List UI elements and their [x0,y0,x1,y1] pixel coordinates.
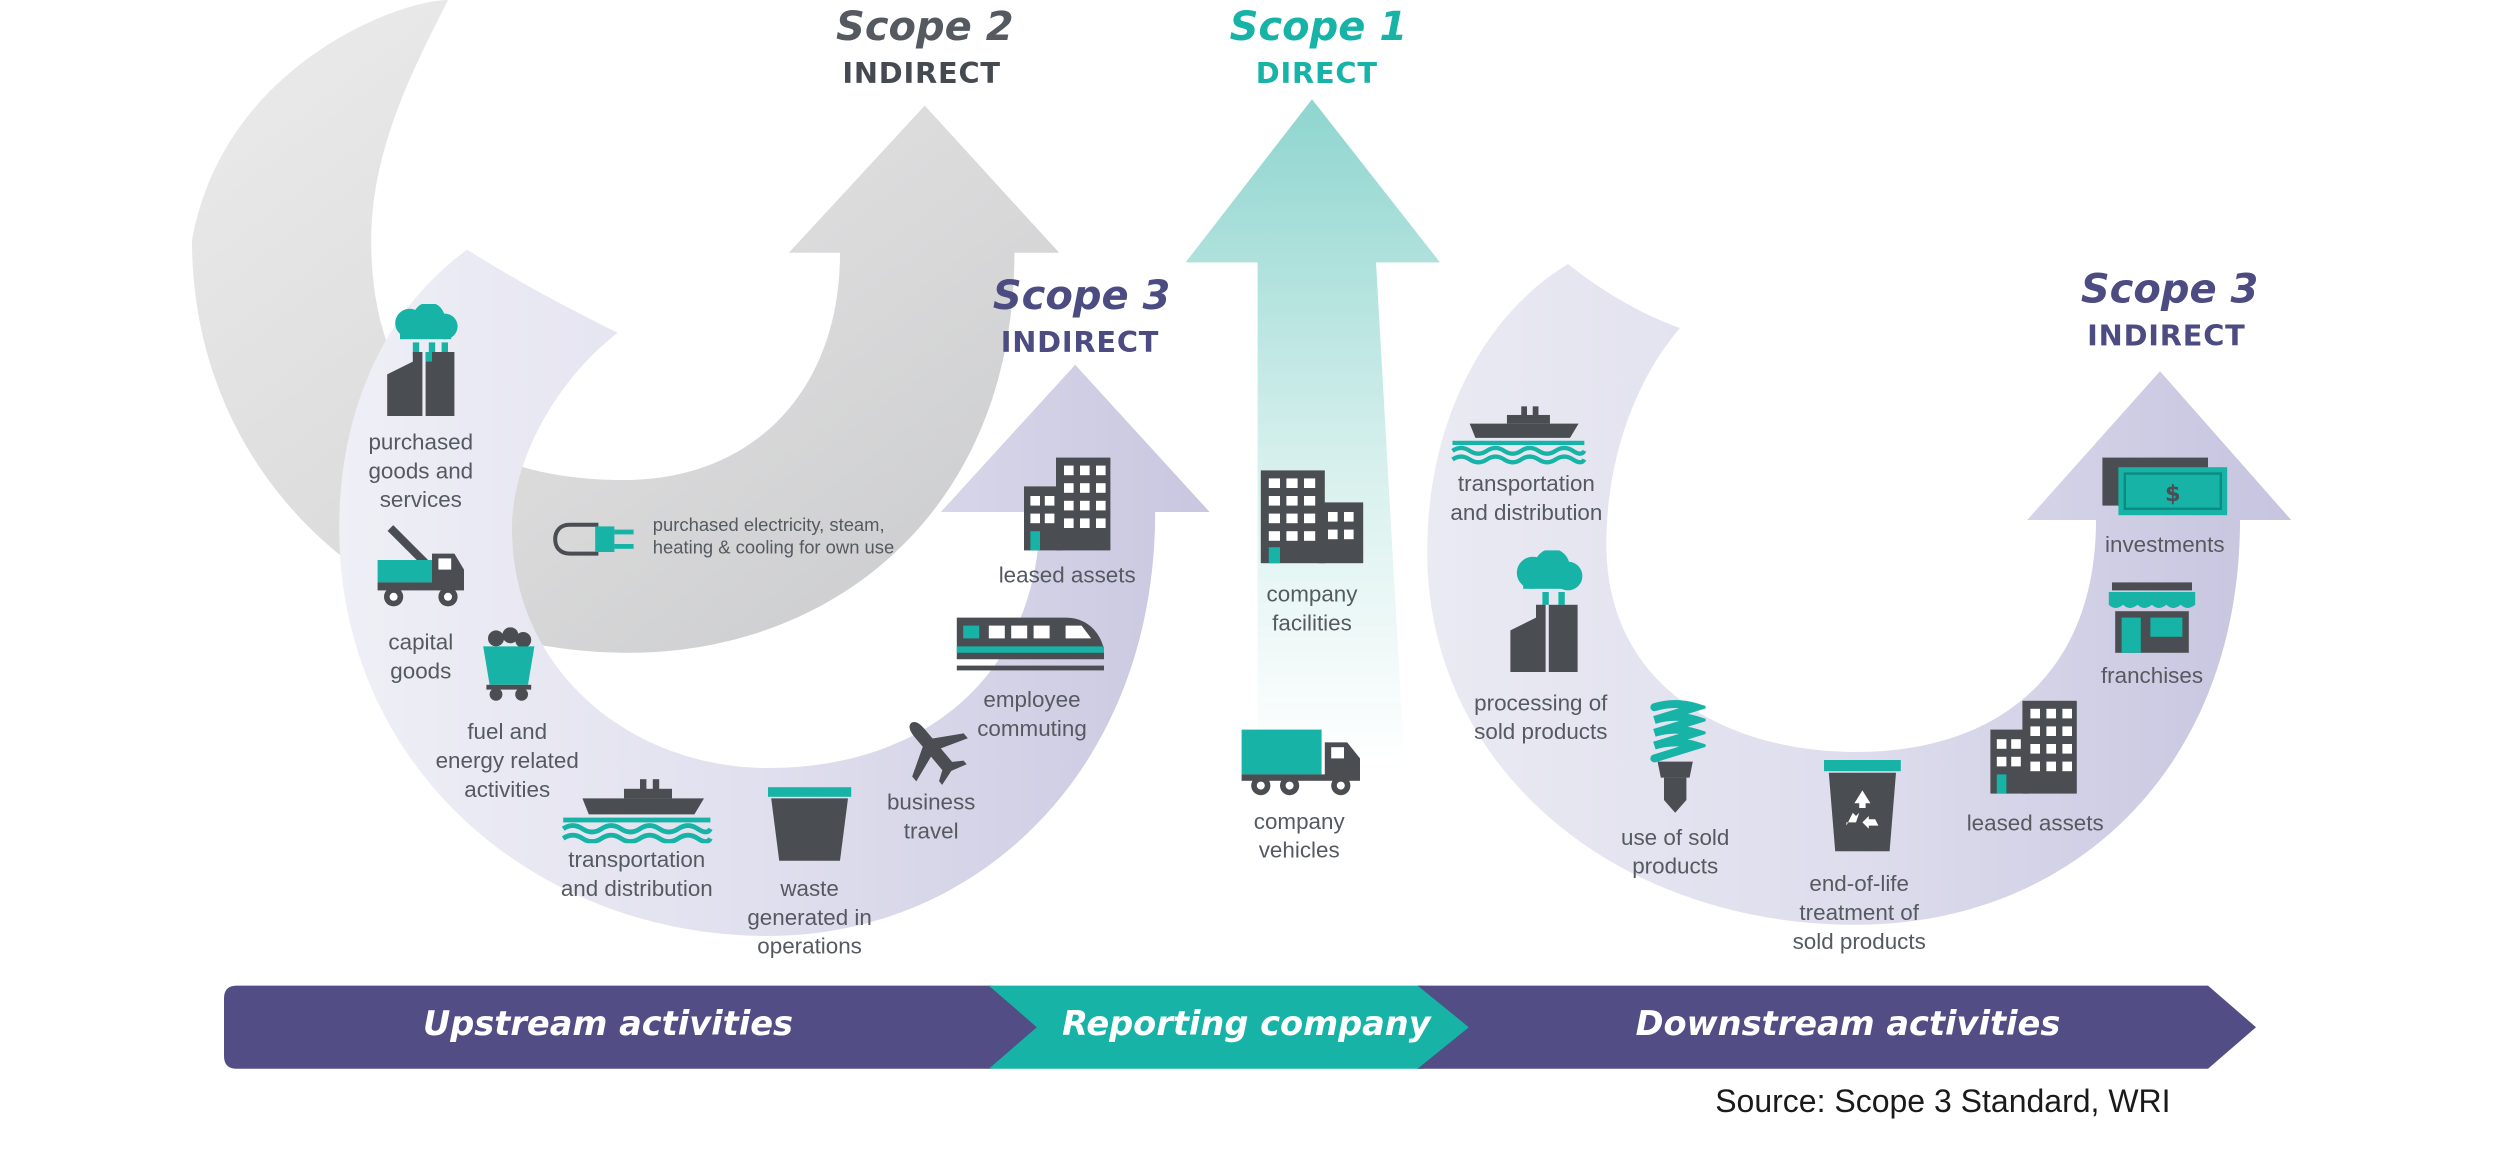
scope1-arrow [1185,99,1440,768]
train-icon [956,617,1104,671]
scope3-upstream-arrow [339,249,1210,937]
reporting-band-shape [988,985,1476,1069]
money-icon: $ [2102,457,2228,516]
employee-commuting-label: employee commuting [977,686,1087,741]
svg-text:$: $ [2165,481,2181,507]
company-facilities-label: company facilities [1266,580,1358,636]
end-of-life-label: end-of-life treatment of sold products [1792,870,1926,954]
building-icon [1024,457,1111,551]
source-caption: Source: Scope 3 Standard, WRI [1715,1084,2171,1120]
franchises-label: franchises [2100,662,2204,688]
use-of-sold-products-label: use of sold products [1621,824,1730,879]
scope2-title: Scope 2 [836,3,1014,50]
storefront-icon [2108,582,2196,653]
plug-icon [553,522,634,556]
airplane-icon [909,721,968,785]
coal-cart-icon [483,627,535,701]
downstream-band-shape [1417,985,2256,1069]
capital-goods-label: capital goods [388,628,454,684]
company-vehicles-label: company vehicles [1253,808,1345,863]
purchased-electricity-label: purchased electricity, steam, heating & … [652,516,895,559]
downstream-transport-label: transportation and distribution [1450,470,1603,525]
recycling-bin-icon [1824,760,1901,852]
purchased-goods-label: purchased goods and services [368,428,474,512]
scope2-subtitle: INDIRECT [842,57,1001,92]
scope1-subtitle: DIRECT [1255,57,1378,92]
scope3-upstream-title: Scope 3 [992,272,1171,319]
downstream-activities-label: Downstream activities [1635,1004,2061,1044]
processing-sold-products-label: processing of sold products [1474,689,1608,744]
reporting-company-label: Reporting company [1062,1004,1431,1044]
tow-truck-icon [377,525,464,607]
business-travel-label: business travel [886,788,976,844]
light-bulb-icon [1650,700,1706,813]
investments-label: investments [2105,531,2225,557]
scope3-downstream-title: Scope 3 [2080,265,2259,312]
scope3-upstream-subtitle: INDIRECT [1000,326,1160,360]
ship-icon [1451,406,1587,465]
upstream-leased-assets-label: leased assets [998,561,1136,588]
ship-icon [561,779,713,844]
fuel-energy-label: fuel and energy related activities [435,718,579,802]
factory-icon [1510,550,1583,672]
scope3-downstream-subtitle: INDIRECT [2087,320,2246,354]
upstream-band-shape [224,985,1040,1069]
upstream-activities-label: Upstream activities [422,1004,794,1044]
building-icon [1260,470,1364,564]
waste-bin-icon [768,787,852,861]
scope1-title: Scope 1 [1229,3,1408,50]
waste-label: waste generated in operations [747,875,872,959]
downstream-leased-assets-label: leased assets [1966,809,2104,836]
truck-icon [1241,729,1360,796]
building-icon [1990,700,2077,794]
upstream-transport-label: transportation and distribution [560,846,713,901]
factory-icon [387,304,458,416]
